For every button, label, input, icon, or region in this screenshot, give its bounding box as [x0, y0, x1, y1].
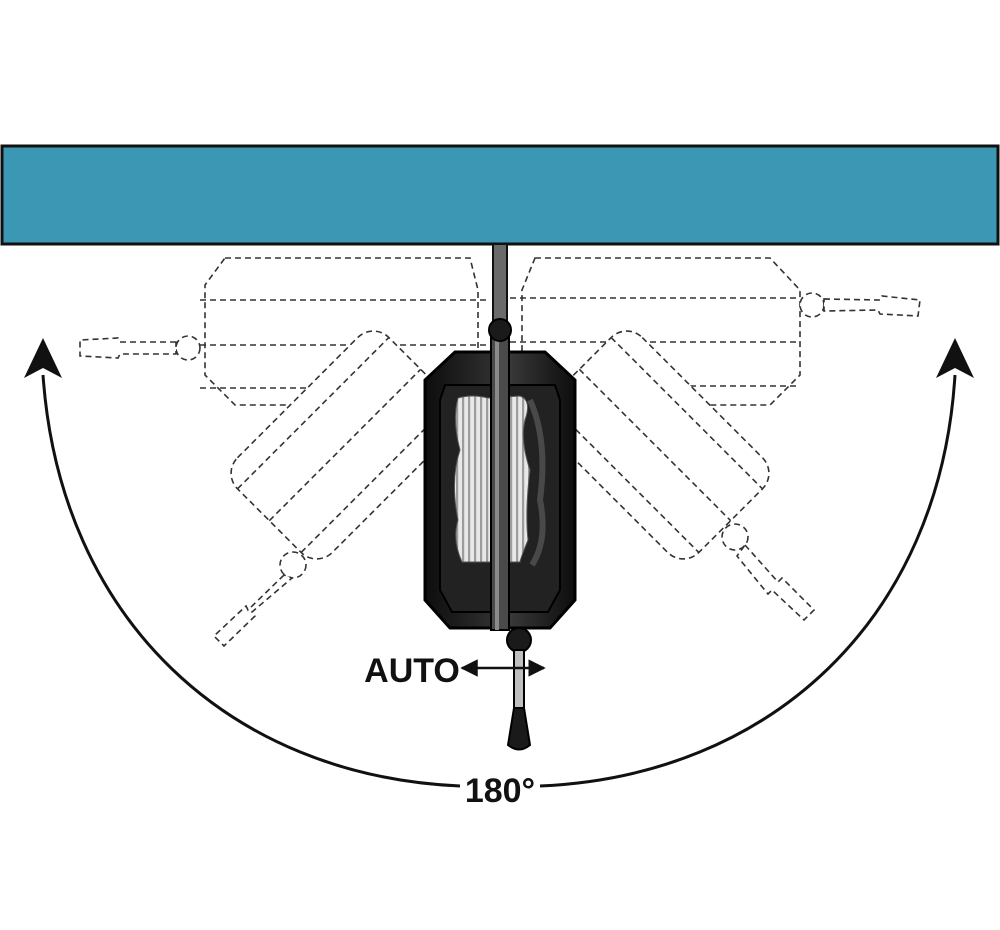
- swivel-joint: [488, 318, 512, 342]
- rotation-arc-arrow: [24, 338, 974, 788]
- ceiling-beam: [0, 144, 1000, 246]
- ghost-handle-right-diagonal: [721, 523, 816, 622]
- hose-guide-ball: [506, 627, 532, 653]
- auto-label: AUTO: [364, 652, 460, 690]
- ghost-handle-left-diagonal: [212, 551, 307, 648]
- hose-outlet: [506, 627, 532, 751]
- reel-center-shaft: [490, 335, 510, 631]
- arrowhead-right-icon: [936, 338, 974, 378]
- rotation-arc-right: [539, 374, 957, 788]
- ghost-reel-left-diagonal: [230, 330, 460, 560]
- hose-nozzle: [506, 707, 532, 751]
- reel-highlight: [527, 398, 546, 567]
- arrowhead-left-icon: [24, 338, 62, 378]
- rotation-arc-left: [41, 374, 461, 788]
- hose-line: [513, 649, 525, 711]
- rotation-angle-label: 180°: [465, 772, 535, 810]
- hose-reel: [423, 318, 577, 631]
